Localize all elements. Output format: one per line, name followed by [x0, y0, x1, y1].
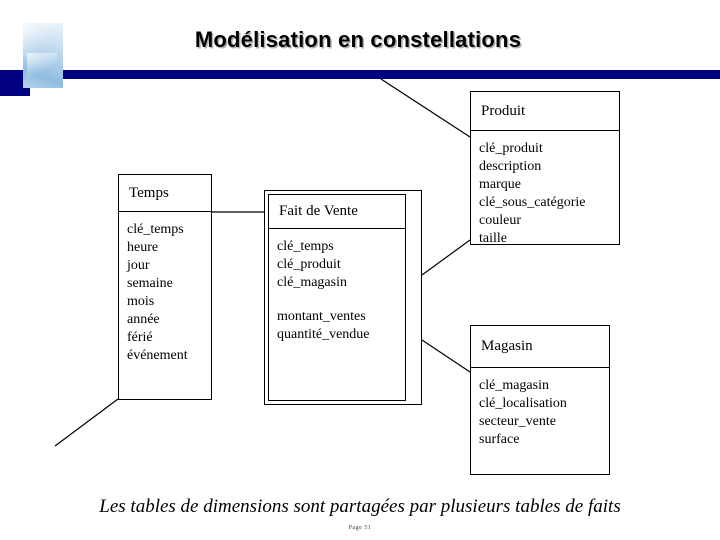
field-item: clé_produit — [277, 257, 341, 272]
entity-title-temps: Temps — [119, 175, 211, 212]
field-item: clé_magasin — [479, 378, 549, 393]
entity-fields-magasin: clé_magasin clé_localisation secteur_ven… — [471, 368, 609, 449]
field-item: mois — [127, 294, 155, 309]
link-temps-offscreen — [54, 398, 119, 447]
field-item: couleur — [479, 213, 521, 228]
field-item: clé_temps — [127, 222, 184, 237]
page-title: Modélisation en constellations — [194, 27, 522, 52]
field-item: marque — [479, 177, 521, 192]
entity-box-produit[interactable]: Produit clé_produit description marque c… — [470, 91, 620, 248]
field-item: semaine — [127, 276, 173, 291]
entity-title-produit: Produit — [471, 92, 619, 131]
field-item: événement — [127, 348, 188, 363]
link-fait-produit — [421, 239, 471, 276]
field-item: quantité_vendue — [277, 327, 370, 342]
field-item: clé_temps — [277, 239, 334, 254]
page-number: Page 51 — [348, 525, 372, 531]
field-item: heure — [127, 240, 159, 255]
entity-fields-produit: clé_produit description marque clé_sous_… — [471, 131, 619, 248]
entity-box-fait-de-vente[interactable]: Fait de Vente clé_temps clé_produit clé_… — [268, 194, 406, 401]
field-item: clé_produit — [479, 141, 543, 156]
entity-title-fait-de-vente: Fait de Vente — [269, 195, 405, 229]
entity-fields-fait-de-vente: clé_temps clé_produit clé_magasin montan… — [269, 229, 405, 344]
field-gap — [277, 292, 405, 308]
field-item: jour — [127, 258, 150, 273]
field-item: taille — [479, 231, 507, 246]
entity-fields-temps: clé_temps heure jour semaine mois année … — [119, 212, 211, 365]
field-item: clé_sous_catégorie — [479, 195, 586, 210]
field-item: secteur_vente — [479, 414, 556, 429]
field-item: montant_ventes — [277, 309, 366, 324]
field-item: année — [127, 312, 160, 327]
slide-caption: Les tables de dimensions sont partagées … — [99, 496, 621, 517]
entity-box-temps[interactable]: Temps clé_temps heure jour semaine mois … — [118, 174, 212, 400]
field-item: surface — [479, 432, 520, 447]
entity-box-magasin[interactable]: Magasin clé_magasin clé_localisation sec… — [470, 325, 610, 475]
header-rule — [0, 70, 720, 79]
entity-title-magasin: Magasin — [471, 326, 609, 368]
field-item: clé_localisation — [479, 396, 567, 411]
field-item: description — [479, 159, 542, 174]
link-produit-offscreen — [380, 78, 471, 138]
field-item: clé_magasin — [277, 275, 347, 290]
slide-logo-image — [23, 23, 63, 88]
field-item: férié — [127, 330, 153, 345]
link-fait-magasin — [421, 339, 471, 373]
